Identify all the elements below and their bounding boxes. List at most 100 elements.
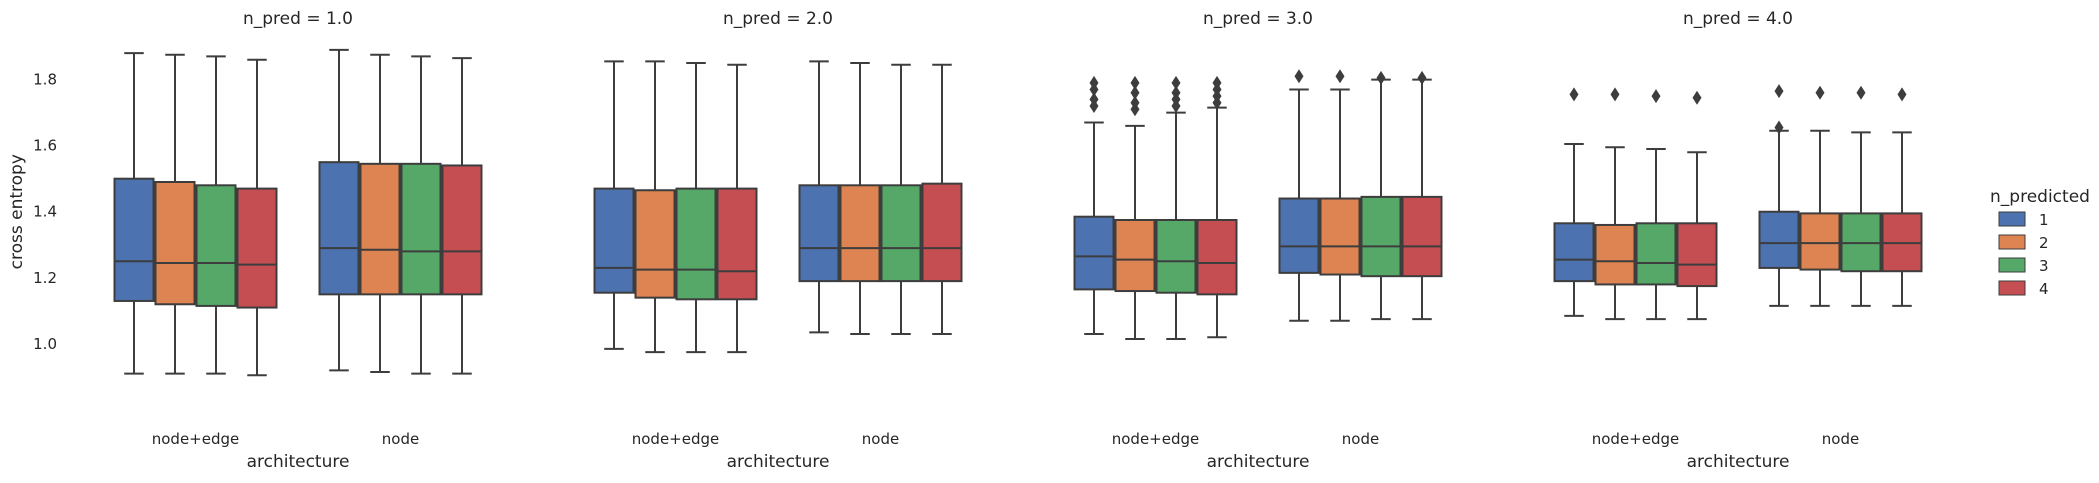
outlier-point [1774,84,1784,99]
outlier-point [1692,90,1702,105]
x-tick-label: node+edge [632,430,720,448]
box-node+edge-3 [1155,75,1197,340]
outlier-point [1212,75,1222,90]
box-node-1 [798,60,840,334]
x-axis-label: architecture [247,452,350,472]
y-tick-label: 1.8 [33,71,57,89]
box-node-1 [318,48,360,372]
legend-label: 2 [2039,234,2049,252]
legend-label: 1 [2039,211,2049,229]
box-node+edge-4 [236,58,278,377]
outlier-point [1089,75,1099,90]
legend-label: 3 [2039,257,2049,275]
box [1401,195,1443,278]
legend-swatch [1998,211,2026,227]
panel-title: n_pred = 1.0 [243,9,353,29]
box [1799,212,1841,271]
box-node+edge-3 [675,62,717,354]
legend-item-1: 1 [1998,211,2049,229]
box-node+edge-3 [195,55,237,375]
box [195,184,237,307]
outlier-point [1130,85,1140,100]
box-node-3 [400,55,442,375]
box-node+edge-2 [1594,87,1636,321]
box [1319,197,1361,276]
legend-label: 4 [2039,280,2049,298]
outlier-point [1376,70,1386,85]
legend-swatch [1998,257,2026,273]
outlier-point [1171,75,1181,90]
x-axis-label: architecture [1207,452,1310,472]
box [716,187,758,301]
box-node+edge-2 [634,60,676,354]
box [1114,219,1156,293]
box-node+edge-2 [154,53,196,375]
box [1278,197,1320,274]
box-node-2 [1799,85,1841,307]
outlier-point [1856,85,1866,100]
legend-item-4: 4 [1998,280,2049,298]
box-node-2 [1319,69,1361,322]
box-node-4 [1881,87,1923,307]
legend-swatch [1998,234,2026,250]
box [1073,215,1115,291]
outlier-point [1417,70,1427,85]
panel-title: n_pred = 3.0 [1203,9,1313,29]
y-tick-label: 1.4 [33,203,57,221]
legend-item-3: 3 [1998,257,2049,275]
box-node+edge-1 [1073,75,1115,335]
box [1360,195,1402,278]
box-node+edge-4 [1676,90,1718,321]
box [1758,210,1800,269]
panel-3: n_pred = 3.0 node+edge node architecture [1073,9,1443,472]
box-node-4 [921,63,963,335]
box [1635,222,1677,286]
x-tick-label: node [1822,430,1859,448]
box-node+edge-2 [1114,75,1156,340]
box-node-1 [1758,84,1800,307]
box-node-4 [1401,70,1443,321]
box [1196,219,1238,296]
outlier-point [1089,92,1099,107]
box-node-4 [441,57,483,375]
box [318,161,360,296]
x-tick-label: node [1342,430,1379,448]
box-node-3 [1840,85,1882,307]
legend-item-2: 2 [1998,234,2049,252]
box [675,187,717,301]
box [1676,222,1718,288]
outlier-point [1815,85,1825,100]
box [1594,223,1636,286]
panel-title: n_pred = 4.0 [1683,9,1793,29]
box-node+edge-4 [716,63,758,354]
outlier-point [1294,69,1304,84]
box [154,181,196,306]
box [798,184,840,283]
outlier-point [1569,87,1579,102]
box-node-3 [1360,70,1402,321]
outlier-point [1171,85,1181,100]
box [593,187,635,294]
box [400,162,442,296]
x-axis-label: architecture [727,452,830,472]
outlier-point [1610,87,1620,102]
x-tick-label: node [862,430,899,448]
box [634,189,676,299]
x-tick-label: node+edge [1112,430,1200,448]
outlier-point [1335,69,1345,84]
box-node+edge-1 [113,52,155,375]
box-node+edge-1 [593,60,635,350]
box [921,182,963,283]
box [880,184,922,283]
x-tick-label: node+edge [152,430,240,448]
box-node-2 [359,53,401,373]
legend-swatch [1998,280,2026,296]
box [1553,222,1595,283]
y-tick-label: 1.0 [33,335,57,353]
box [113,177,155,302]
outlier-point [1130,75,1140,90]
